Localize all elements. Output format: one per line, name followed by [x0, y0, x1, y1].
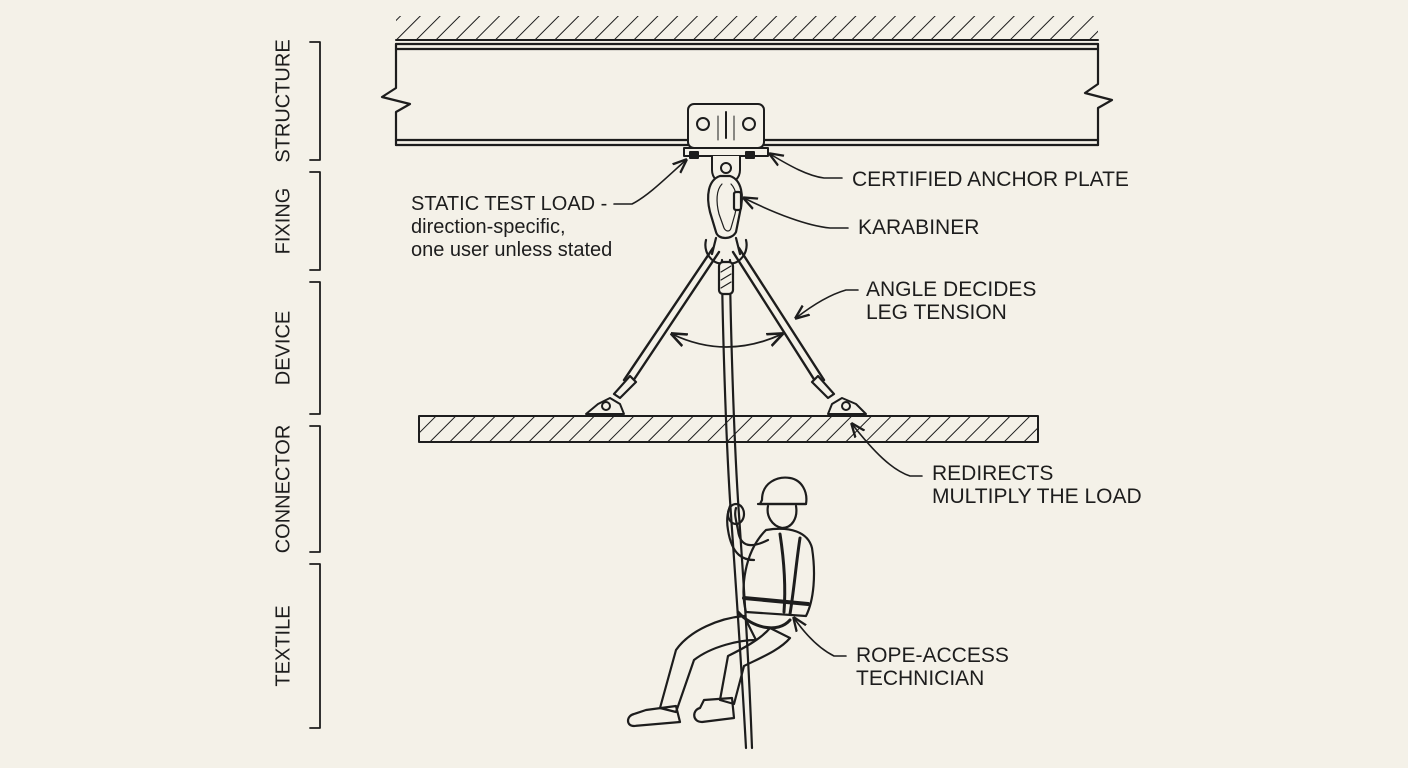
callout-static-test-load: STATIC TEST LOAD - direction-specific, o…: [411, 193, 613, 261]
leader-lines: [613, 154, 923, 657]
rope-access-technician: [626, 476, 816, 728]
rope: [717, 258, 754, 750]
leader-technician: [794, 618, 847, 657]
anchor-plate: [683, 103, 769, 185]
leader-static-test-load: [613, 160, 686, 205]
beam-break-right: [1083, 42, 1114, 147]
section-label-structure: STRUCTURE: [272, 39, 295, 163]
callout-angle: ANGLE DECIDES LEG TENSION: [866, 278, 1037, 324]
tripod-legs: [612, 236, 836, 400]
section-label-connector: CONNECTOR: [272, 424, 295, 554]
callout-technician: ROPE-ACCESS TECHNICIAN: [856, 644, 1009, 690]
karabiner: [707, 174, 743, 240]
section-label-fixing: FIXING: [272, 187, 295, 255]
section-brackets: [309, 41, 321, 729]
device-feet: [585, 397, 867, 415]
bracket-fixing: [309, 171, 321, 271]
leader-angle: [796, 289, 859, 318]
leader-anchor-plate: [770, 154, 843, 179]
callout-karabiner: KARABINER: [858, 216, 980, 239]
callout-anchor-plate: CERTIFIED ANCHOR PLATE: [852, 168, 1129, 191]
bracket-device: [309, 281, 321, 415]
bracket-structure: [309, 41, 321, 161]
bracket-connector: [309, 425, 321, 553]
bracket-textile: [309, 563, 321, 729]
leader-karabiner: [744, 198, 849, 229]
callout-redirects: REDIRECTS MULTIPLY THE LOAD: [932, 462, 1142, 508]
floor-slab: [418, 415, 1039, 443]
beam-break-left: [380, 42, 412, 147]
section-label-textile: TEXTILE: [272, 605, 295, 687]
angle-arc: [672, 334, 782, 348]
section-label-device: DEVICE: [272, 310, 295, 386]
ceiling: [395, 16, 1099, 41]
leader-redirects: [852, 424, 923, 477]
